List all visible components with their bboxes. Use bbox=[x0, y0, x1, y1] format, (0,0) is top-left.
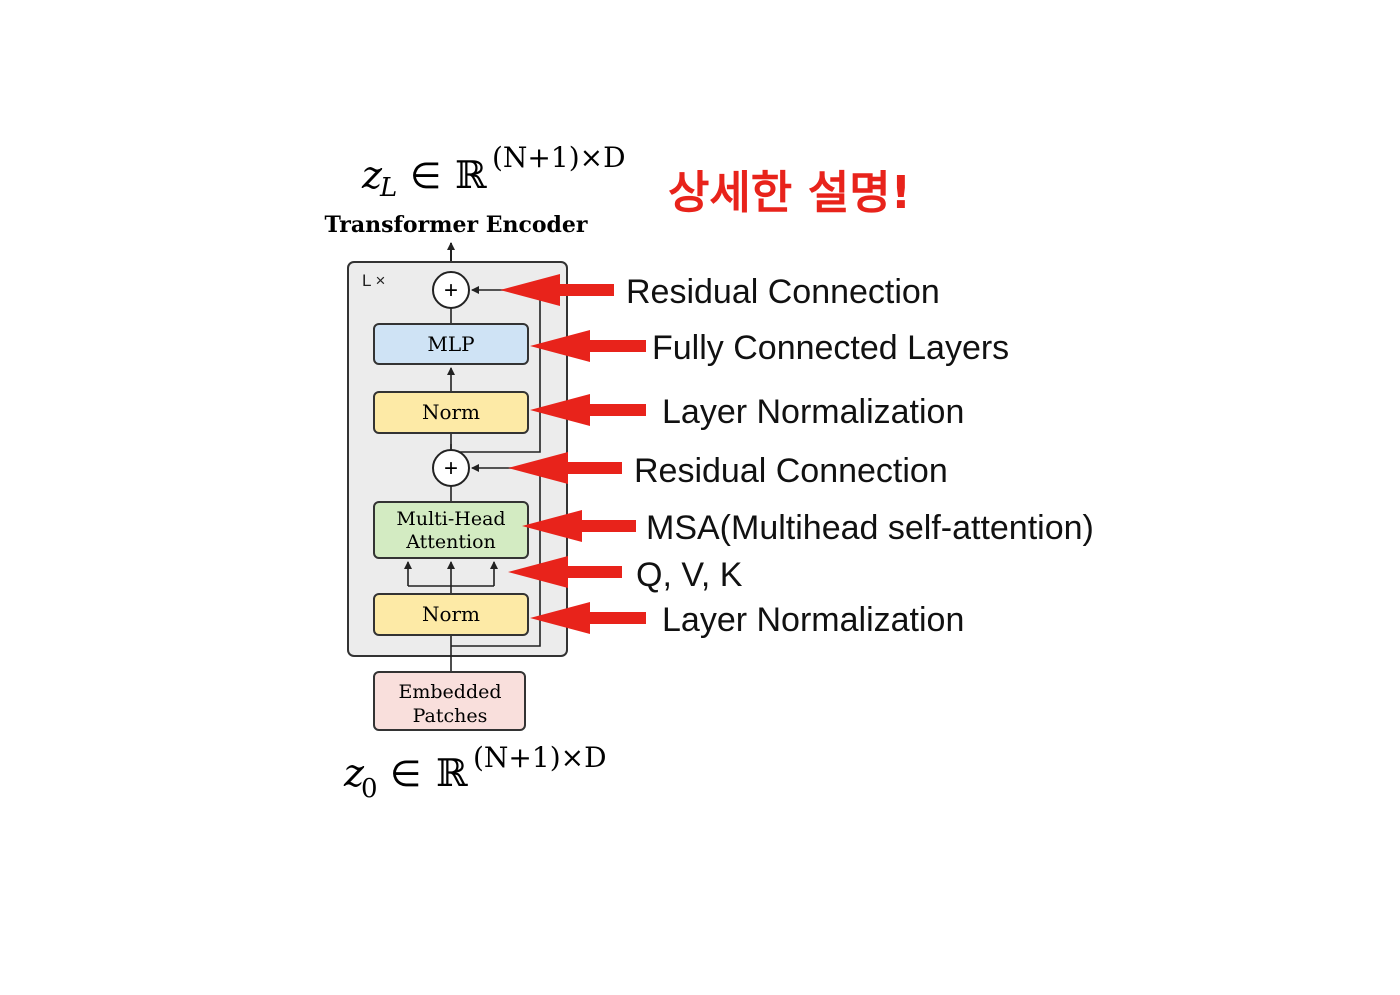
input-sub: 0 bbox=[361, 774, 378, 804]
annotation-layer-norm-bottom: Layer Normalization bbox=[662, 601, 964, 639]
annotation-qvk: Q, V, K bbox=[636, 556, 743, 594]
embedded-line1: Embedded bbox=[398, 681, 501, 703]
norm-box-bottom: Norm bbox=[373, 593, 529, 636]
annotation-layer-norm-top: Layer Normalization bbox=[662, 393, 964, 431]
red-arrow-residual-bottom bbox=[508, 452, 622, 484]
input-elem: ∈ bbox=[390, 753, 421, 794]
input-sup: (N+1)×D bbox=[473, 741, 607, 774]
output-formula: z L ∈ ℝ (N+1)×D bbox=[361, 141, 626, 203]
annotation-labels: Residual Connection Fully Connected Laye… bbox=[626, 273, 1094, 639]
output-var: z bbox=[361, 153, 383, 197]
red-arrow-residual-top bbox=[500, 274, 614, 306]
output-sup: (N+1)×D bbox=[492, 141, 626, 174]
korean-heading: 상세한 설명! bbox=[668, 166, 911, 219]
red-arrow-msa bbox=[522, 510, 636, 542]
norm-box-top: Norm bbox=[373, 391, 529, 434]
annotation-msa: MSA(Multihead self-attention) bbox=[646, 509, 1094, 547]
red-arrow-layer-norm-bottom bbox=[530, 602, 646, 634]
red-arrow-fully-connected bbox=[530, 330, 646, 362]
red-arrow-qvk bbox=[508, 556, 622, 588]
mha-label-line2: Attention bbox=[405, 531, 496, 553]
input-var: z bbox=[343, 751, 365, 795]
repeat-label: L × bbox=[362, 271, 385, 290]
norm-bottom-label: Norm bbox=[422, 602, 480, 626]
norm-top-label: Norm bbox=[422, 400, 480, 424]
residual-add-top: + bbox=[432, 271, 470, 309]
annotation-arrows bbox=[500, 274, 646, 634]
residual-add-bottom: + bbox=[432, 449, 470, 487]
annotation-residual-top: Residual Connection bbox=[626, 273, 940, 311]
output-sub: L bbox=[379, 173, 397, 203]
output-elem: ∈ bbox=[410, 155, 441, 196]
input-formula: z 0 ∈ ℝ (N+1)×D bbox=[343, 741, 607, 804]
plus-icon: + bbox=[444, 455, 458, 482]
embedded-patches-box: Embedded Patches bbox=[373, 671, 526, 731]
mlp-box: MLP bbox=[373, 323, 529, 365]
mlp-label: MLP bbox=[427, 332, 474, 356]
plus-icon: + bbox=[444, 277, 458, 304]
mha-label-line1: Multi-Head bbox=[396, 508, 505, 530]
annotation-residual-bottom: Residual Connection bbox=[634, 452, 948, 490]
annotation-fully-connected: Fully Connected Layers bbox=[652, 329, 1009, 367]
output-set: ℝ bbox=[455, 153, 487, 197]
embedded-line2: Patches bbox=[413, 705, 488, 727]
residual-path-bottom bbox=[451, 464, 541, 647]
encoder-title: Transformer Encoder bbox=[324, 212, 587, 238]
red-arrow-layer-norm-top bbox=[530, 394, 646, 426]
mha-box: Multi-Head Attention bbox=[373, 501, 529, 559]
input-set: ℝ bbox=[436, 751, 468, 795]
